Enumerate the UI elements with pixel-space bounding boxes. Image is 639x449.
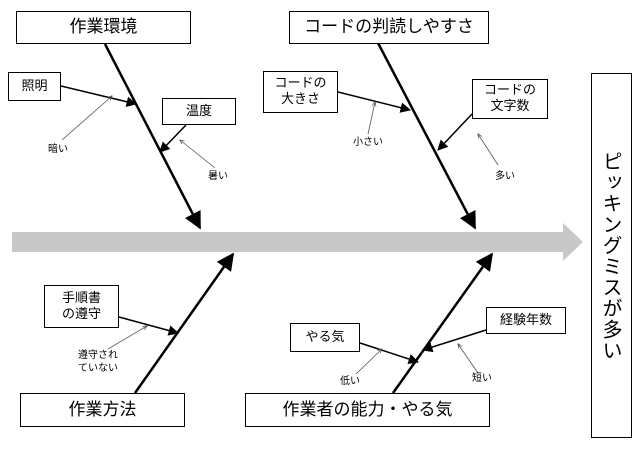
cause-experience: 経験年数 <box>486 307 566 334</box>
note-low: 低い <box>340 376 360 387</box>
bone-ability <box>391 252 494 394</box>
cause-arrow-lighting <box>60 85 138 107</box>
cause-arrow-code-size <box>337 91 412 113</box>
note-hot: 暑い <box>208 171 228 182</box>
bone-method <box>133 252 235 394</box>
cause-procedure-line1: 手順書 <box>61 290 101 306</box>
bone-environment <box>103 43 202 230</box>
cause-temperature: 温度 <box>162 98 236 125</box>
note-arrow-short <box>458 344 479 374</box>
cause-arrow-code-chars <box>437 113 473 151</box>
note-arrow-small <box>367 102 375 135</box>
note-arrow-dark <box>61 96 112 141</box>
note-arrow-many <box>478 134 499 166</box>
cause-arrow-experience <box>421 329 487 353</box>
note-dark: 暗い <box>48 144 68 155</box>
cause-code-chars-line1: コードの <box>483 83 536 99</box>
effect-label: ピッキングミスが多い <box>599 150 623 361</box>
note-small: 小さい <box>353 137 383 148</box>
cause-arrow-procedure <box>118 316 180 336</box>
cause-code-size-line2: 大きさ <box>280 92 320 107</box>
cause-code-size-line1: コードの <box>274 76 327 92</box>
note-not-followed: 遵守され ていない <box>78 350 118 375</box>
note-not-followed-line2: ていない <box>78 362 118 374</box>
cause-arrow-temperature <box>159 124 187 153</box>
note-not-followed-line1: 遵守され <box>78 350 118 361</box>
effect-box: ピッキングミスが多い <box>591 73 632 438</box>
note-arrow-low <box>355 349 382 375</box>
spine-arrow <box>12 223 583 261</box>
cause-motivation: やる気 <box>290 323 360 352</box>
category-method: 作業方法 <box>20 393 185 427</box>
cause-arrow-motivation <box>359 342 419 365</box>
cause-procedure-line2: の遵守 <box>61 306 101 322</box>
bone-readability <box>376 42 477 230</box>
note-arrow-hot <box>180 140 216 169</box>
note-short: 短い <box>472 373 492 384</box>
category-ability: 作業者の能力・やる気 <box>245 393 490 427</box>
cause-lighting: 照明 <box>8 72 61 101</box>
cause-procedure: 手順書の遵守 <box>44 285 119 328</box>
cause-code-size: コードの大きさ <box>263 71 338 113</box>
cause-code-chars-line2: 文字数 <box>490 99 530 114</box>
cause-code-chars: コードの文字数 <box>472 79 548 119</box>
category-readability: コードの判読しやすさ <box>289 11 489 44</box>
note-many: 多い <box>495 171 515 182</box>
category-environment: 作業環境 <box>16 11 191 44</box>
note-arrow-not-followed <box>107 326 147 350</box>
